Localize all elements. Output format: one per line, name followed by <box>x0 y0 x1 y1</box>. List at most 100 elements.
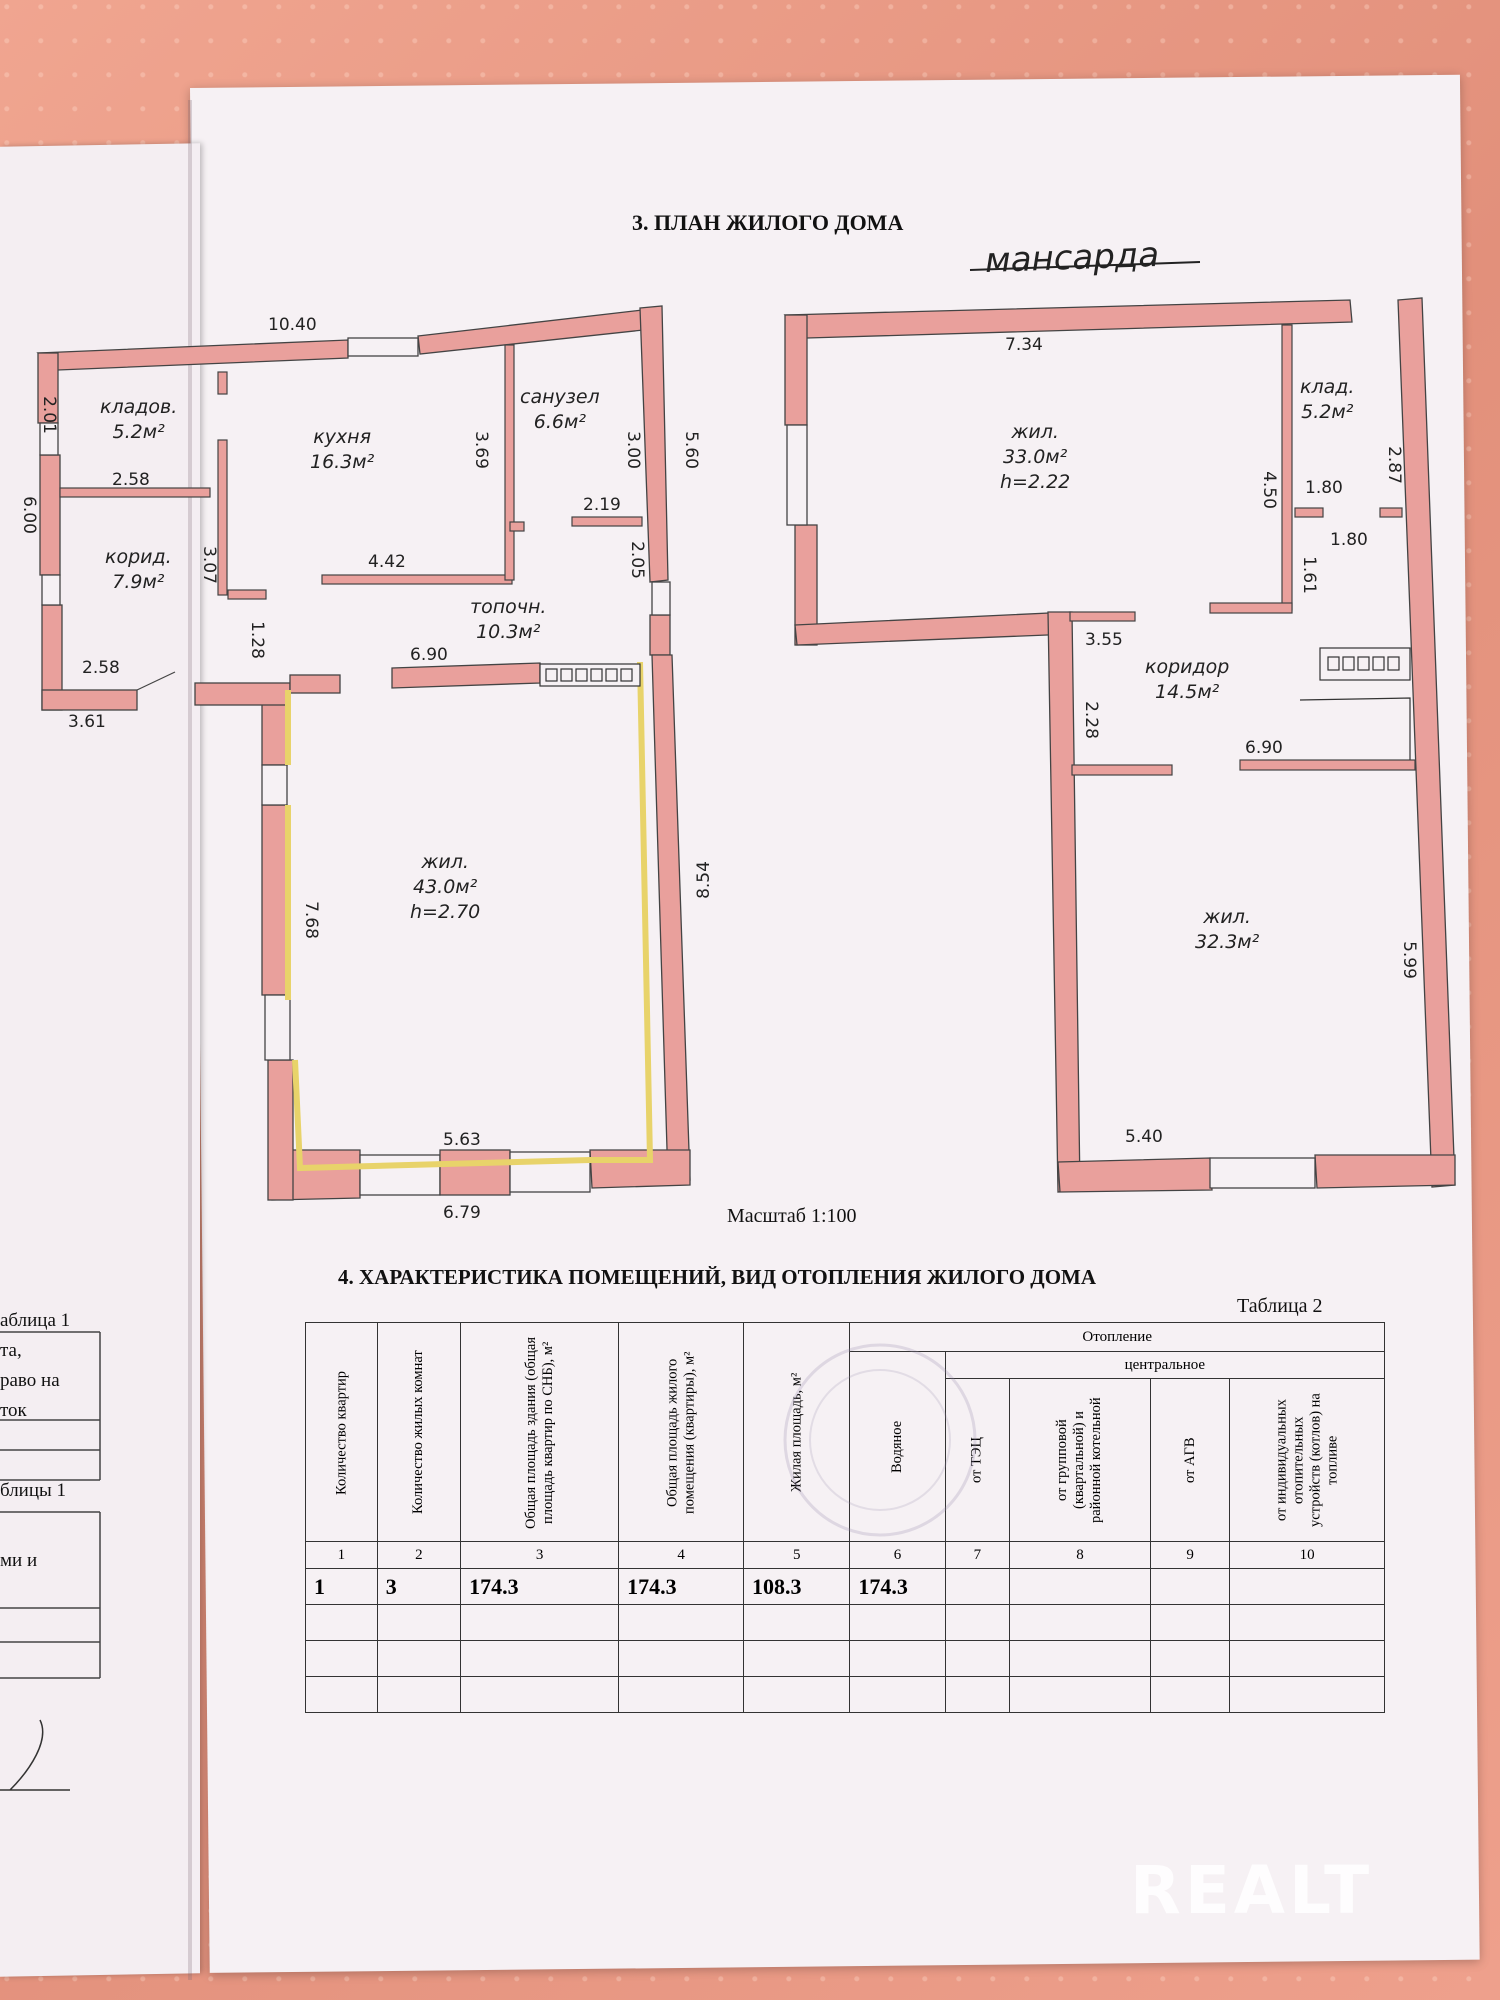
table-row: 1 3 174.3 174.3 108.3 174.3 <box>305 1568 1385 1605</box>
mansard-wall-bottom-l <box>1057 1157 1213 1193</box>
left-line-3: ток <box>0 1400 27 1421</box>
mansard-wall-mid-v <box>1047 611 1081 1193</box>
ground-wall-top-right <box>417 307 663 355</box>
ground-int-san <box>571 516 643 527</box>
cell-individual <box>1229 1568 1385 1605</box>
dim-living-h: 7.68 <box>300 901 321 939</box>
dim-bottom-left: 3.61 <box>68 712 106 732</box>
dim-mansard-corr-w: 3.55 <box>1085 630 1123 650</box>
ground-wall-corr-bottom <box>194 682 291 706</box>
dim-right-top: 5.60 <box>680 431 701 469</box>
ground-wall-right-top <box>639 305 669 583</box>
dim-mansard-wall-h: 1.61 <box>1298 556 1319 594</box>
mansard-int-stub <box>1294 507 1324 518</box>
left-table-label: аблица 1 <box>0 1310 71 1331</box>
cell-agv <box>1150 1568 1231 1605</box>
dim-kladov-w: 2.01 <box>38 396 59 434</box>
cell-total-apartment: 174.3 <box>618 1568 744 1605</box>
room-kladov: кладов.5.2м² <box>100 396 178 443</box>
ground-int-kitchen-right <box>504 344 515 581</box>
ground-wall-bottom-left <box>41 689 138 711</box>
dim-sanuzel-h: 3.00 <box>622 431 643 469</box>
cell-total-building: 174.3 <box>460 1568 620 1605</box>
left-table-label-2: блицы 1 <box>0 1480 67 1501</box>
th-10: от индивидуальных отопительных устройств… <box>1229 1378 1385 1542</box>
th-6: Водяное <box>849 1351 946 1542</box>
dim-korid-bottom: 2.58 <box>82 658 120 678</box>
ground-stove <box>539 663 641 687</box>
section3-title: 3. ПЛАН ЖИЛОГО ДОМА <box>632 210 904 235</box>
mansard-int-stub2 <box>1379 507 1403 518</box>
mansard-wall-top <box>783 299 1353 339</box>
dim-mansard-corr-h: 2.28 <box>1080 701 1101 739</box>
dim-mansard-top: 7.34 <box>1005 335 1043 355</box>
left-table-lines <box>0 1331 101 1791</box>
dim-mansard-room-h: 4.50 <box>1258 471 1279 509</box>
realt-watermark: REALT <box>1130 1852 1374 1929</box>
ground-wall-left-mid <box>39 454 61 576</box>
mansard-int-corr2 <box>1239 759 1416 771</box>
th-central: центральное <box>944 1351 1386 1379</box>
table-number-row: 1 2 3 4 5 6 7 8 9 10 <box>305 1541 1385 1569</box>
mansard-wall-left-top <box>784 314 808 426</box>
mansard-wall-mid-h <box>794 611 1073 646</box>
dim-mansard-hall-w: 1.80 <box>1305 478 1343 498</box>
ground-int-v1 <box>217 439 228 596</box>
floor-plans-drawing <box>36 297 1456 1201</box>
ground-wall-corr-bottom2 <box>289 674 341 694</box>
dim-topovn-h: 2.05 <box>626 541 647 579</box>
dim-kitchen-w: 4.42 <box>368 552 406 572</box>
room-mansard-klad: клад.5.2м² <box>1300 376 1355 423</box>
section4-title: 4. ХАРАКТЕРИСТИКА ПОМЕЩЕНИЙ, ВИД ОТОПЛЕН… <box>338 1265 1097 1289</box>
ground-wall-top <box>36 339 349 371</box>
th-heating: Отопление <box>849 1322 1385 1352</box>
th-3: Общая площадь здания (общая площадь квар… <box>460 1322 619 1542</box>
ground-int-stub <box>217 371 228 395</box>
ground-int-corr-diag <box>136 671 176 691</box>
dim-right-long: 8.54 <box>693 861 714 899</box>
dim-mansard-living-bottom: 5.40 <box>1125 1127 1163 1147</box>
ground-int-kladov <box>59 487 211 498</box>
th-8: от групповой (квартальной) и районной ко… <box>1009 1378 1151 1542</box>
ground-wall-bottom-r <box>589 1149 691 1189</box>
mansard-int-stub3 <box>1069 611 1136 622</box>
ground-int-stub2 <box>227 589 267 600</box>
cell-living: 108.3 <box>742 1568 851 1605</box>
ground-int-kitchen-bottom <box>321 574 513 585</box>
table-row <box>305 1676 1385 1713</box>
table-row <box>305 1604 1385 1641</box>
page-fold <box>188 100 192 1980</box>
th-9: от АГВ <box>1150 1378 1230 1542</box>
mansard-int-v <box>1281 324 1293 611</box>
th-2: Количество жилых комнат <box>377 1322 461 1542</box>
scale-label: Масштаб 1:100 <box>727 1205 857 1227</box>
table-2: Количество квартир Количество жилых комн… <box>305 1322 1386 1713</box>
dim-korid-h: 3.07 <box>198 546 219 584</box>
th-7: от ТЭЦ <box>945 1378 1010 1542</box>
dim-ground-top: 10.40 <box>268 315 317 335</box>
ground-int-stub3 <box>509 521 525 532</box>
cell-apartments: 1 <box>305 1568 378 1605</box>
th-5: Жилая площадь, м² <box>743 1322 850 1542</box>
mansard-wall-bottom-r <box>1314 1154 1456 1189</box>
room-topovn: топочн.10.3м² <box>470 596 547 643</box>
cell-rooms: 3 <box>376 1568 462 1605</box>
left-line-2: раво на <box>0 1370 60 1391</box>
dim-topovn-w: 2.19 <box>583 495 621 515</box>
dim-mansard-hall-w2: 1.80 <box>1330 530 1368 550</box>
dim-ground-left: 6.00 <box>18 496 39 534</box>
ground-wall-living-left-mid <box>261 804 288 996</box>
mansard-int-corr <box>1071 764 1173 776</box>
dim-mansard-klad-h: 2.87 <box>1383 446 1404 484</box>
cell-boiler <box>1008 1568 1152 1605</box>
left-line-1: та, <box>0 1340 22 1361</box>
mansard-wall-right <box>1397 297 1456 1188</box>
left-line-4: ми и <box>0 1550 38 1571</box>
dim-door-w: 1.28 <box>246 621 267 659</box>
dim-kitchen-h: 3.69 <box>470 431 491 469</box>
